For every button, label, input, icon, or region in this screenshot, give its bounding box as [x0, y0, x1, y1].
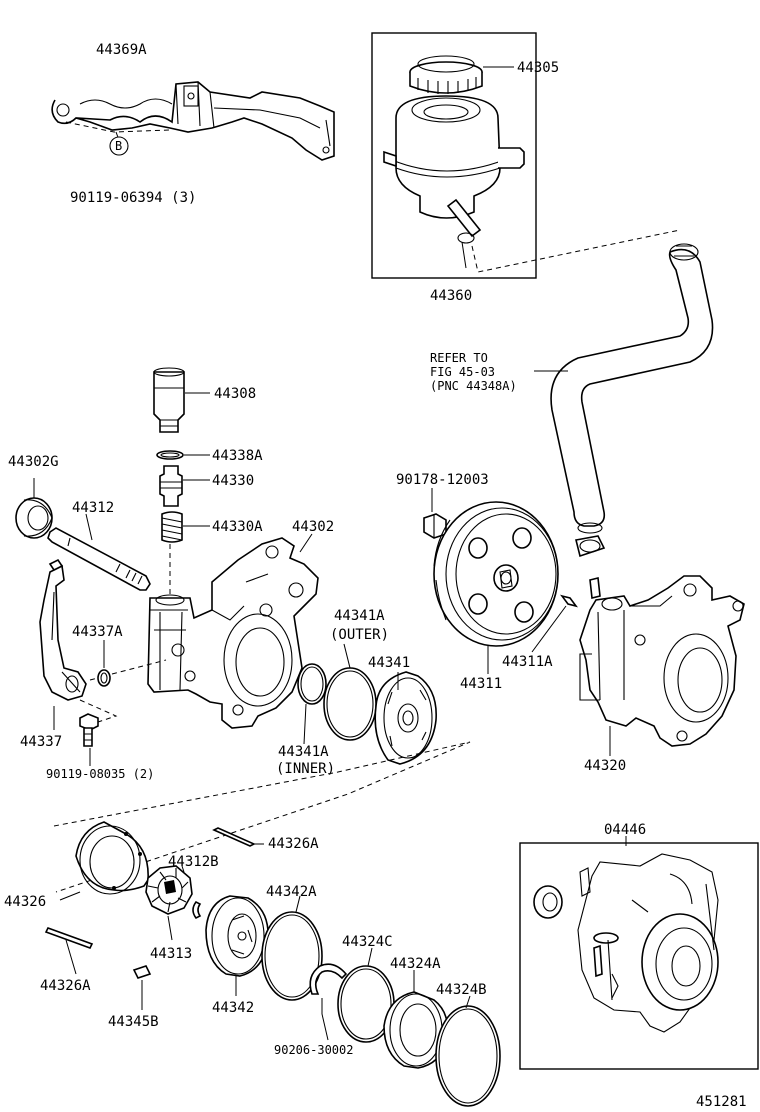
o-ring-44337a — [97, 669, 111, 687]
snap-ring-44324b — [435, 1005, 501, 1107]
label-44341a-outer-1: 44341A — [334, 608, 385, 624]
label-44341a-inner-1: 44341A — [278, 744, 329, 760]
bracket-44337 — [39, 558, 87, 701]
rotor-44313 — [145, 865, 193, 915]
label-44312: 44312 — [72, 500, 114, 516]
callout-b-circle — [109, 136, 129, 156]
pump-housing-44302 — [147, 537, 319, 729]
bracket-bolt-leader — [65, 121, 171, 133]
gasket-kit-04446 — [533, 853, 719, 1033]
label-refer-line2: FIG 45-03 — [430, 365, 495, 379]
label-44302g: 44302G — [8, 454, 59, 470]
label-44326: 44326 — [4, 894, 46, 910]
label-b: B — [115, 139, 122, 153]
pump-assembly-44320 — [579, 575, 745, 747]
rear-plate-44342 — [205, 895, 269, 977]
label-44305: 44305 — [517, 60, 559, 76]
reservoir-assembly-frame — [371, 32, 537, 279]
cover-44324a — [383, 991, 449, 1069]
label-44337a: 44337A — [72, 624, 123, 640]
label-44341a-outer-2: (OUTER) — [330, 627, 389, 643]
label-44302: 44302 — [292, 519, 334, 535]
label-44324c: 44324C — [342, 934, 393, 950]
label-refer-line3: (PNC 44348A) — [430, 379, 517, 393]
reservoir-hose-dash — [471, 229, 681, 273]
o-ring-44338a — [156, 450, 184, 460]
side-plate-44341 — [374, 671, 437, 765]
bolt-90178-12003 — [423, 513, 447, 539]
label-44312b: 44312B — [168, 854, 219, 870]
label-44342: 44342 — [212, 1000, 254, 1016]
snap-ring-44312b — [192, 900, 202, 920]
label-44308: 44308 — [214, 386, 256, 402]
bracket-44369a — [51, 81, 335, 161]
label-04446: 04446 — [604, 822, 646, 838]
label-44311: 44311 — [460, 676, 502, 692]
hose-clamp-90178-12003 — [575, 535, 606, 558]
return-hose — [550, 243, 714, 534]
label-44311a: 44311A — [502, 654, 553, 670]
label-44330: 44330 — [212, 473, 254, 489]
label-44326a-bottom: 44326A — [40, 978, 91, 994]
o-ring-44324c — [337, 965, 395, 1043]
cam-ring-44326 — [75, 821, 149, 895]
label-44320: 44320 — [584, 758, 626, 774]
label-44341a-inner-2: (INNER) — [276, 761, 335, 777]
reservoir-cap-44305 — [409, 55, 483, 94]
label-44360: 44360 — [430, 288, 472, 304]
label-44324b: 44324B — [436, 982, 487, 998]
figure-number: 451281 — [696, 1094, 747, 1110]
vane-44345b — [132, 965, 152, 979]
pin-44326a-top — [212, 827, 256, 847]
pulley-44311 — [433, 501, 559, 647]
label-44326a-top: 44326A — [268, 836, 319, 852]
flow-control-valve-44330 — [159, 465, 183, 507]
oil-seal-44302g — [15, 497, 53, 539]
label-90206-30002: 90206-30002 — [274, 1043, 353, 1057]
o-ring-44337a-dash — [89, 659, 167, 681]
key-44311a — [560, 594, 578, 608]
snap-ring-90206-30002 — [309, 963, 348, 995]
label-44341: 44341 — [368, 655, 410, 671]
label-44338a: 44338A — [212, 448, 263, 464]
label-90119-08035: 90119-08035 (2) — [46, 767, 154, 781]
o-ring-44341a-outer — [323, 667, 377, 741]
label-90178-12003: 90178-12003 — [396, 472, 489, 488]
label-44330a: 44330A — [212, 519, 263, 535]
label-90119-06394: 90119-06394 (3) — [70, 190, 196, 206]
pin-44326a-bottom — [44, 927, 94, 949]
label-44369a: 44369A — [96, 42, 147, 58]
shaft-44312 — [47, 527, 151, 591]
bolt-90119-08035 — [79, 713, 99, 747]
label-44337: 44337 — [20, 734, 62, 750]
lower-assembly-dash — [53, 741, 471, 893]
label-44342a: 44342A — [266, 884, 317, 900]
label-44324a: 44324A — [390, 956, 441, 972]
o-ring-44341a-inner — [297, 663, 327, 705]
spring-44330a — [161, 511, 183, 543]
gasket-kit-frame — [519, 842, 759, 1070]
label-44345b: 44345B — [108, 1014, 159, 1030]
reservoir-tank-44360 — [383, 95, 525, 244]
label-44313: 44313 — [150, 946, 192, 962]
o-ring-44342a — [261, 911, 323, 1001]
union-44308 — [153, 367, 185, 433]
label-refer-line1: REFER TO — [430, 351, 488, 365]
